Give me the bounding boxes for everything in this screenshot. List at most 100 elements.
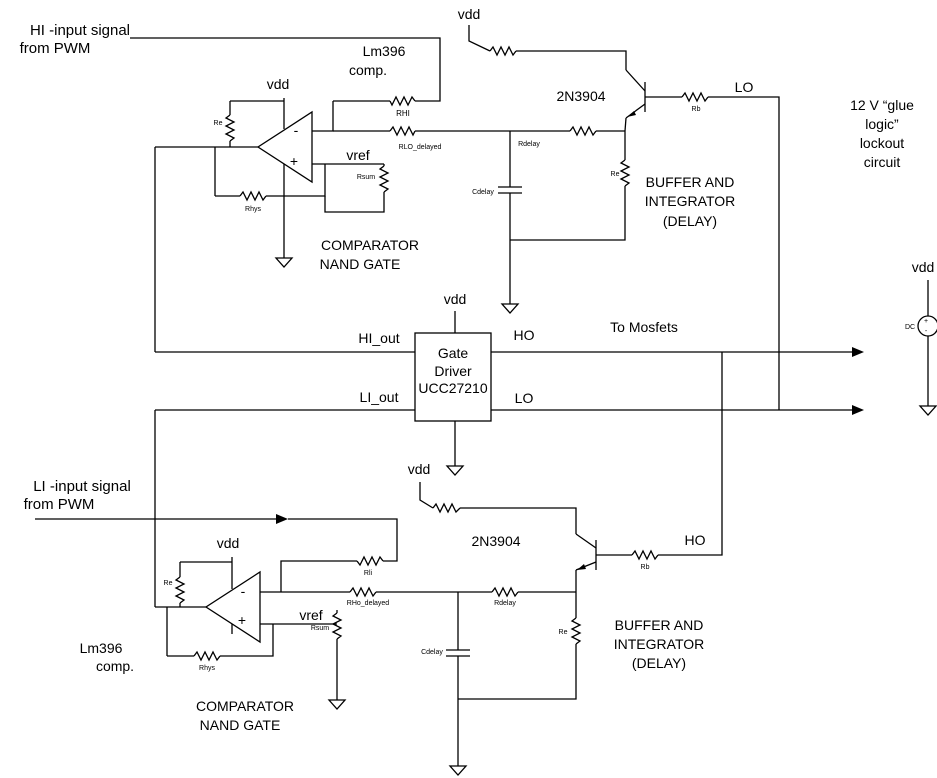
hi-out-label: HI_out — [358, 330, 399, 346]
lm396-bottom-label-line2: comp. — [96, 658, 134, 674]
cdelay-top-label: Cdelay — [472, 189, 494, 196]
opamp-bottom-plus: + — [238, 612, 246, 628]
comparator-bottom-label-line2: NAND GATE — [200, 717, 281, 733]
rdelay-resistor-top — [569, 125, 597, 137]
rsum-bottom-label: Rsum — [311, 625, 329, 632]
dc-source-label: DC — [905, 324, 915, 331]
cdelay-bottom-label: Cdelay — [421, 649, 443, 656]
rsum-resistor-top — [378, 165, 390, 193]
rdelay-top-label: Rdelay — [518, 141, 540, 148]
hi-input-wire — [130, 37, 441, 102]
opamp-bottom-minus: - — [241, 583, 246, 599]
opamp-top-plus: + — [290, 153, 298, 169]
transistor-bottom-label: 2N3904 — [471, 533, 520, 549]
transistor-2n3904-top — [516, 50, 646, 132]
glue-logic-label-line2: logic” — [865, 116, 899, 132]
re-resistor-top-left — [224, 114, 236, 142]
bottom-lockout-circuit: LI -input signal from PWM Rli - + vdd RH… — [24, 352, 723, 776]
rho-delayed-resistor — [349, 586, 377, 598]
lo-feedback-wire — [708, 96, 780, 410]
rb-resistor-top — [681, 91, 709, 103]
lm396-top-label-line2: comp. — [349, 62, 387, 78]
dc-source-minus: - — [925, 328, 928, 335]
rlo-delayed-label: RLO_delayed — [399, 144, 442, 151]
ground-symbol-gate-driver — [445, 465, 465, 476]
rb-top-label: Rb — [692, 106, 701, 113]
ho-feedback-wire — [658, 352, 723, 556]
transistor-top-label: 2N3904 — [556, 88, 605, 104]
vref-bottom-label: vref — [299, 607, 322, 623]
ground-symbol-cdelay-top — [500, 303, 520, 314]
ground-symbol-cdelay-bottom — [448, 765, 468, 776]
gate-driver-vdd-label: vdd — [444, 291, 467, 307]
top-lockout-circuit: HI -input signal from PWM RHI Lm396 comp… — [20, 6, 780, 410]
transistor-2n3904-bottom — [460, 507, 597, 571]
ground-symbol-opamp-top — [274, 257, 294, 268]
rlo-delayed-resistor — [389, 125, 416, 137]
lm396-bottom-label-line1: Lm396 — [80, 640, 123, 656]
re-resistor-top-emitter — [619, 159, 631, 187]
rhys-bottom-label: Rhys — [199, 665, 215, 672]
comparator-bottom-opamp — [204, 570, 261, 644]
collector-resistor-bottom — [432, 502, 461, 514]
dc-vdd-label: vdd — [912, 259, 935, 275]
li-out-label: LI_out — [360, 389, 399, 405]
opamp-top-minus: - — [294, 122, 299, 138]
lo-feedback-label: LO — [735, 79, 754, 95]
rhys-resistor-bottom — [193, 650, 221, 662]
hi-input-label-line2: from PWM — [20, 40, 91, 57]
buffer-top-label-line2: INTEGRATOR — [645, 193, 736, 209]
buffer-bottom-label-line2: INTEGRATOR — [614, 636, 705, 652]
rb-bottom-label: Rb — [641, 564, 650, 571]
rli-label: Rli — [364, 570, 373, 577]
re-resistor-bottom-emitter — [570, 617, 582, 645]
lo-label: LO — [515, 390, 534, 406]
rli-resistor — [356, 555, 384, 567]
collector-resistor-top — [489, 45, 517, 57]
ground-symbol-dc — [918, 405, 937, 416]
lo-arrow — [852, 405, 864, 415]
re-resistor-bottom-left — [174, 576, 186, 604]
re-top-left-label: Re — [214, 120, 223, 127]
rdelay-bottom-label: Rdelay — [494, 600, 516, 607]
ho-arrow — [852, 347, 864, 357]
rsum-resistor-bottom — [331, 612, 343, 640]
re-bottom-emitter-label: Re — [559, 629, 568, 636]
rhi-resistor — [389, 95, 416, 107]
comparator-top-label-line2: NAND GATE — [320, 256, 401, 272]
ho-feedback-label: HO — [685, 532, 706, 548]
lm396-top-label-line1: Lm396 — [363, 43, 406, 59]
comparator-top-opamp — [256, 110, 313, 184]
dc-voltage-source: vdd + - DC — [905, 259, 937, 416]
rb-resistor-bottom — [631, 549, 659, 561]
to-mosfets-label: To Mosfets — [610, 319, 678, 335]
rhys-top-label: Rhys — [245, 206, 261, 213]
dc-source-plus: + — [924, 318, 928, 325]
rhi-label: RHI — [396, 109, 410, 118]
comparator-bottom-label-line1: COMPARATOR — [196, 698, 294, 714]
comparator-top-label-line1: COMPARATOR — [321, 237, 419, 253]
opamp-bottom-vdd-label: vdd — [217, 535, 240, 551]
li-input-label-line1: LI -input signal — [33, 478, 131, 495]
rhys-resistor-top — [239, 190, 267, 202]
transistor-top-vdd-label: vdd — [458, 6, 481, 22]
gate-driver-box — [414, 332, 492, 422]
hi-input-label-line1: HI -input signal — [30, 22, 130, 39]
glue-logic-label-line4: circuit — [864, 154, 901, 170]
transistor-bottom-vdd-label: vdd — [408, 461, 431, 477]
buffer-top-label-line3: (DELAY) — [663, 213, 717, 229]
buffer-bottom-label-line1: BUFFER AND — [615, 617, 704, 633]
gate-driver-label-line1: Gate — [438, 345, 469, 361]
re-top-emitter-label: Re — [611, 171, 620, 178]
ground-symbol-opamp-bottom — [327, 699, 347, 710]
rho-delayed-label: RHo_delayed — [347, 600, 390, 607]
glue-logic-label-line3: lockout — [860, 135, 904, 151]
buffer-top-label-line1: BUFFER AND — [646, 174, 735, 190]
buffer-bottom-label-line3: (DELAY) — [632, 655, 686, 671]
vref-top-label: vref — [346, 147, 369, 163]
li-input-arrow — [276, 514, 288, 524]
rsum-top-label: Rsum — [357, 174, 375, 181]
opamp-top-vdd-label: vdd — [267, 76, 290, 92]
gate-driver-label-line2: Driver — [434, 363, 472, 379]
